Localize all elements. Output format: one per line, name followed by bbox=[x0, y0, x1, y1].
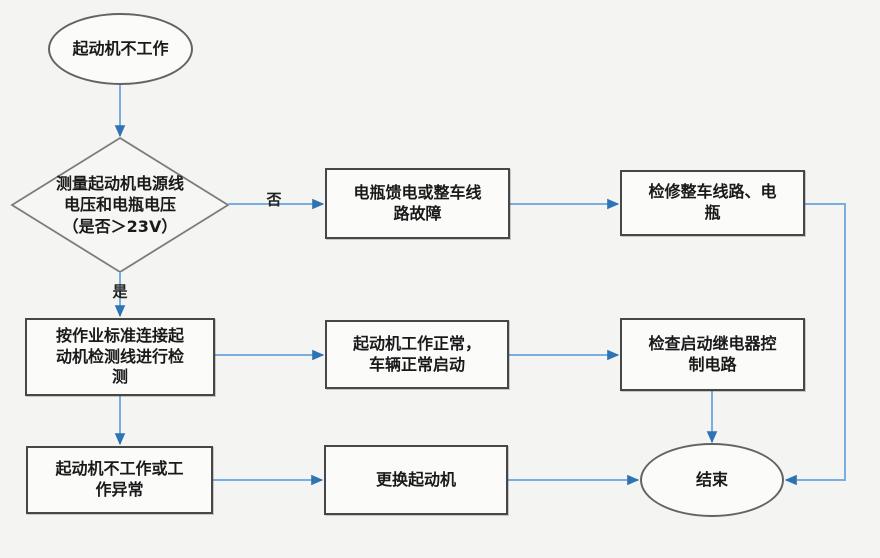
end-label: 结束 bbox=[695, 469, 728, 489]
process-starter-fail: 起动机不工作或工作异常 bbox=[26, 446, 213, 514]
repair-circuit-label: 检修整车线路、电瓶 bbox=[648, 182, 777, 222]
replace-starter-label: 更换起动机 bbox=[375, 469, 456, 489]
process-check-relay: 检查启动继电器控制电路 bbox=[620, 318, 805, 391]
process-connect-test: 按作业标准连接起动机检测线进行检测 bbox=[25, 318, 215, 396]
start-label: 起动机不工作 bbox=[72, 38, 169, 58]
process-replace-starter: 更换起动机 bbox=[324, 445, 508, 515]
battery-fault-label: 电瓶馈电或整车线路故障 bbox=[353, 182, 482, 223]
decision-label: 测量起动机电源线电压和电瓶电压（是否＞23V） bbox=[55, 174, 184, 236]
process-battery-fault: 电瓶馈电或整车线路故障 bbox=[325, 168, 510, 239]
starter-ok-label: 起动机工作正常，车辆正常启动 bbox=[352, 333, 481, 374]
start-terminator: 起动机不工作 bbox=[48, 13, 193, 85]
connect-test-label: 按作业标准连接起动机检测线进行检测 bbox=[55, 325, 184, 387]
check-relay-label: 检查启动继电器控制电路 bbox=[648, 333, 777, 374]
edge-repair-to-end bbox=[784, 203, 846, 486]
edge-label-yes: 是 bbox=[112, 282, 128, 301]
end-terminator: 结束 bbox=[640, 443, 784, 517]
process-starter-ok: 起动机工作正常，车辆正常启动 bbox=[325, 320, 509, 389]
starter-fail-label: 起动机不工作或工作异常 bbox=[55, 459, 184, 499]
edge-label-no: 否 bbox=[266, 190, 282, 209]
process-repair-circuit: 检修整车线路、电瓶 bbox=[620, 170, 805, 236]
decision-node: 测量起动机电源线电压和电瓶电压（是否＞23V） bbox=[50, 160, 190, 250]
